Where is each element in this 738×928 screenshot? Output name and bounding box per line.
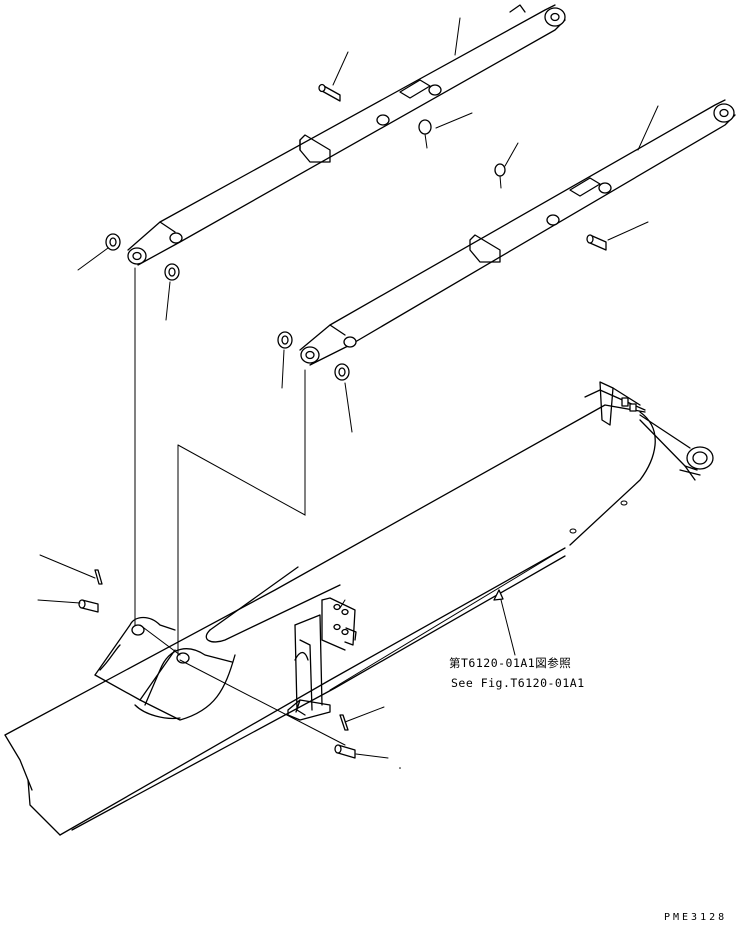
washers bbox=[105, 233, 350, 381]
upper-link-2 bbox=[299, 99, 736, 366]
assembly-lines bbox=[134, 267, 346, 746]
drawing-number: PME3128 bbox=[664, 912, 728, 923]
center-mount bbox=[287, 597, 357, 721]
reference-note-english: See Fig.T6120-01A1 bbox=[451, 676, 585, 690]
left-bracket bbox=[94, 616, 236, 721]
lock-pins bbox=[94, 119, 506, 731]
boom-slot bbox=[205, 566, 341, 643]
rear-hinge-boss bbox=[569, 381, 714, 534]
reference-note-japanese: 第T6120-01A1図参照 bbox=[449, 656, 572, 670]
leader-lines bbox=[37, 17, 659, 759]
upper-link-1 bbox=[127, 4, 566, 266]
pins bbox=[78, 83, 607, 759]
main-frame bbox=[4, 404, 656, 836]
